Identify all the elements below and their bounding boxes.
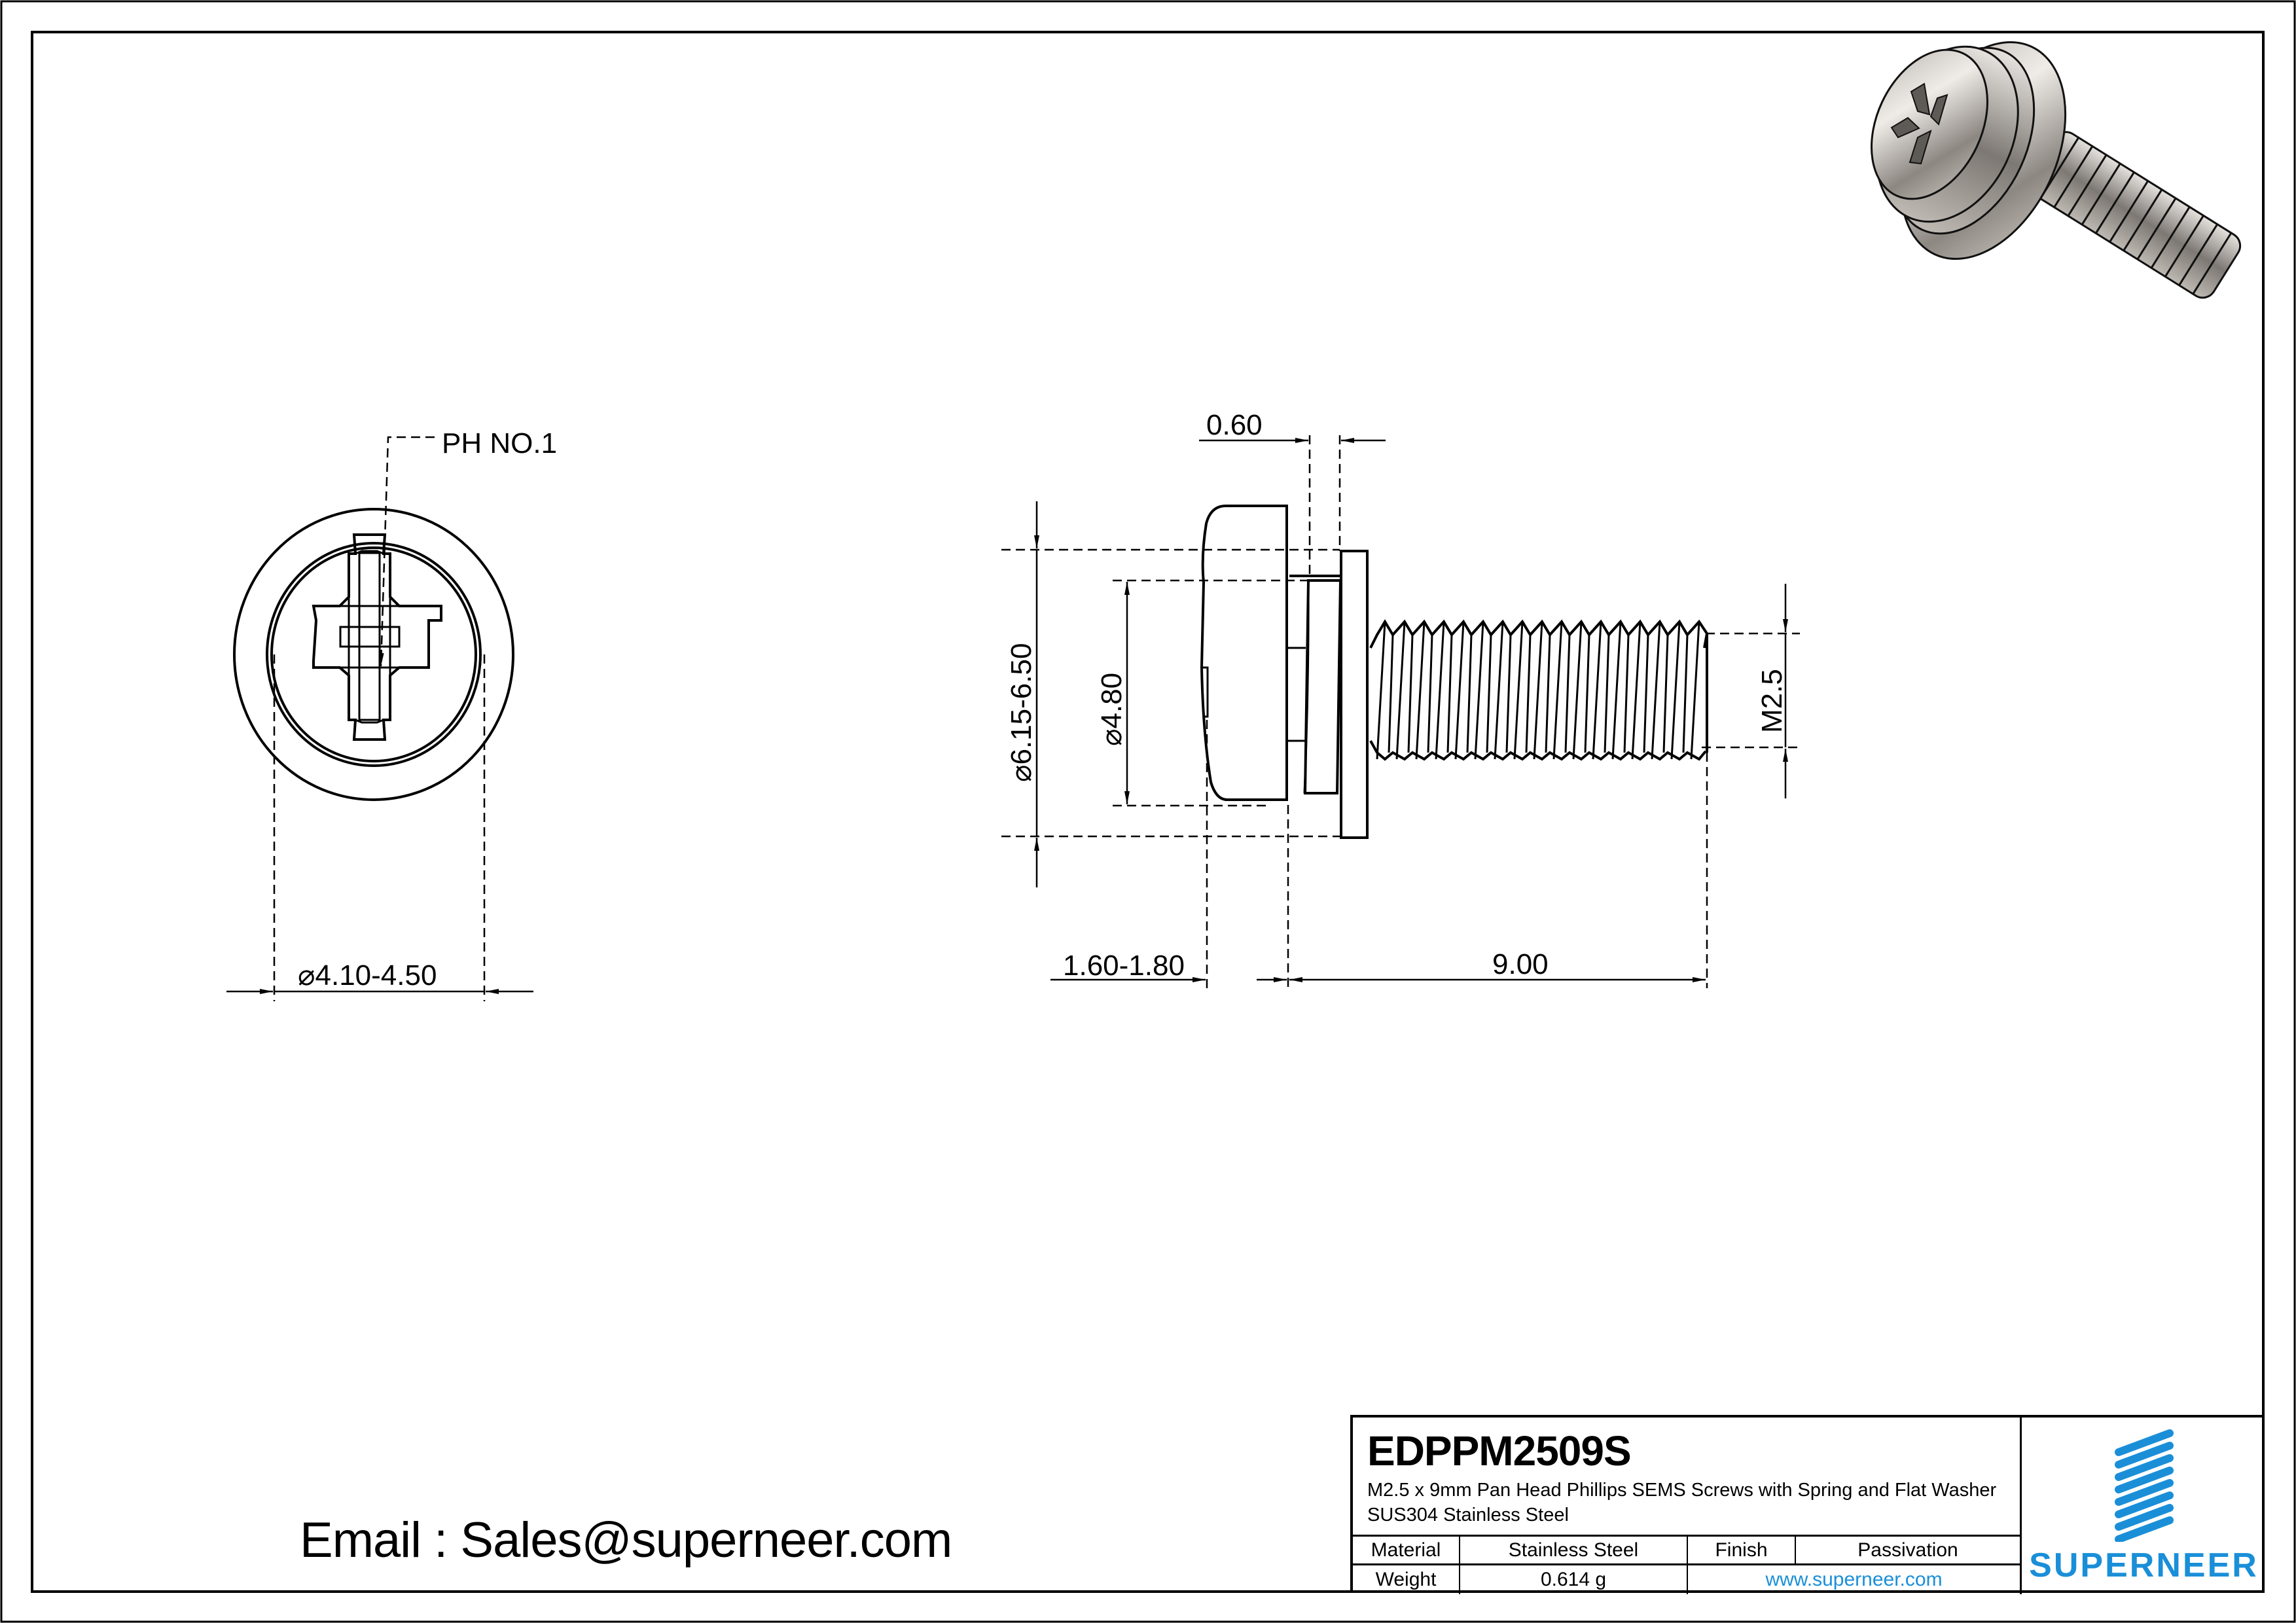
weight-label: Weight xyxy=(1353,1565,1460,1594)
inner-frame xyxy=(31,31,2265,1593)
flat-washer-outline xyxy=(1340,550,1369,839)
finish-label: Finish xyxy=(1688,1537,1796,1563)
finish-value: Passivation xyxy=(1857,1539,1958,1561)
side-view xyxy=(1200,505,1709,839)
website-link[interactable]: www.superneer.com xyxy=(1765,1569,1943,1590)
superneer-logo: SUPERNEER xyxy=(2022,1418,2266,1594)
part-description: M2.5 x 9mm Pan Head Phillips SEMS Screws… xyxy=(1367,1480,1997,1525)
thread-size-label: M2.5 xyxy=(1756,669,1788,733)
thread-shank xyxy=(1369,619,1709,761)
phillips-recess-icon xyxy=(312,533,442,741)
contact-email[interactable]: Email : Sales@superneer.com xyxy=(300,1512,952,1568)
recess-callout-label: PH NO.1 xyxy=(442,427,557,459)
head-height-label: 1.60-1.80 xyxy=(1063,950,1185,982)
weight-row: Weight 0.614 g www.superneer.com xyxy=(1353,1563,2020,1594)
part-number: EDPPM2509S xyxy=(1367,1427,1632,1474)
head-diameter-dimension xyxy=(226,654,533,1001)
logo-wordmark: SUPERNEER xyxy=(2029,1546,2259,1584)
side-view-dimensions xyxy=(1001,435,1800,988)
washer-outline xyxy=(233,508,514,801)
material-label: Material xyxy=(1353,1537,1460,1563)
head-outline xyxy=(270,546,477,762)
3d-screw-render-icon xyxy=(1871,41,2242,299)
spring-washer-outline xyxy=(266,542,482,767)
washer-thickness-label: 0.60 xyxy=(1206,409,1263,441)
weight-value: 0.614 g xyxy=(1460,1565,1688,1594)
material-finish-row: Material Stainless Steel Finish Passivat… xyxy=(1353,1535,2020,1563)
title-block-main: EDPPM2509S M2.5 x 9mm Pan Head Phillips … xyxy=(1353,1418,2022,1594)
title-block: EDPPM2509S M2.5 x 9mm Pan Head Phillips … xyxy=(1350,1415,2266,1594)
recess-callout-leader xyxy=(378,436,435,667)
length-label: 9.00 xyxy=(1492,948,1549,980)
spring-washer-diameter-label: ⌀4.80 xyxy=(1096,673,1128,746)
pan-head-outline xyxy=(1200,505,1288,801)
superneer-stripes-logo-icon xyxy=(2115,1429,2174,1542)
spring-washer-outline xyxy=(1289,575,1342,794)
front-view xyxy=(233,508,514,801)
head-diameter-label: ⌀4.10-4.50 xyxy=(298,959,437,991)
washer-diameter-label: ⌀6.15-6.50 xyxy=(1005,643,1037,782)
material-value: Stainless Steel xyxy=(1460,1537,1688,1563)
